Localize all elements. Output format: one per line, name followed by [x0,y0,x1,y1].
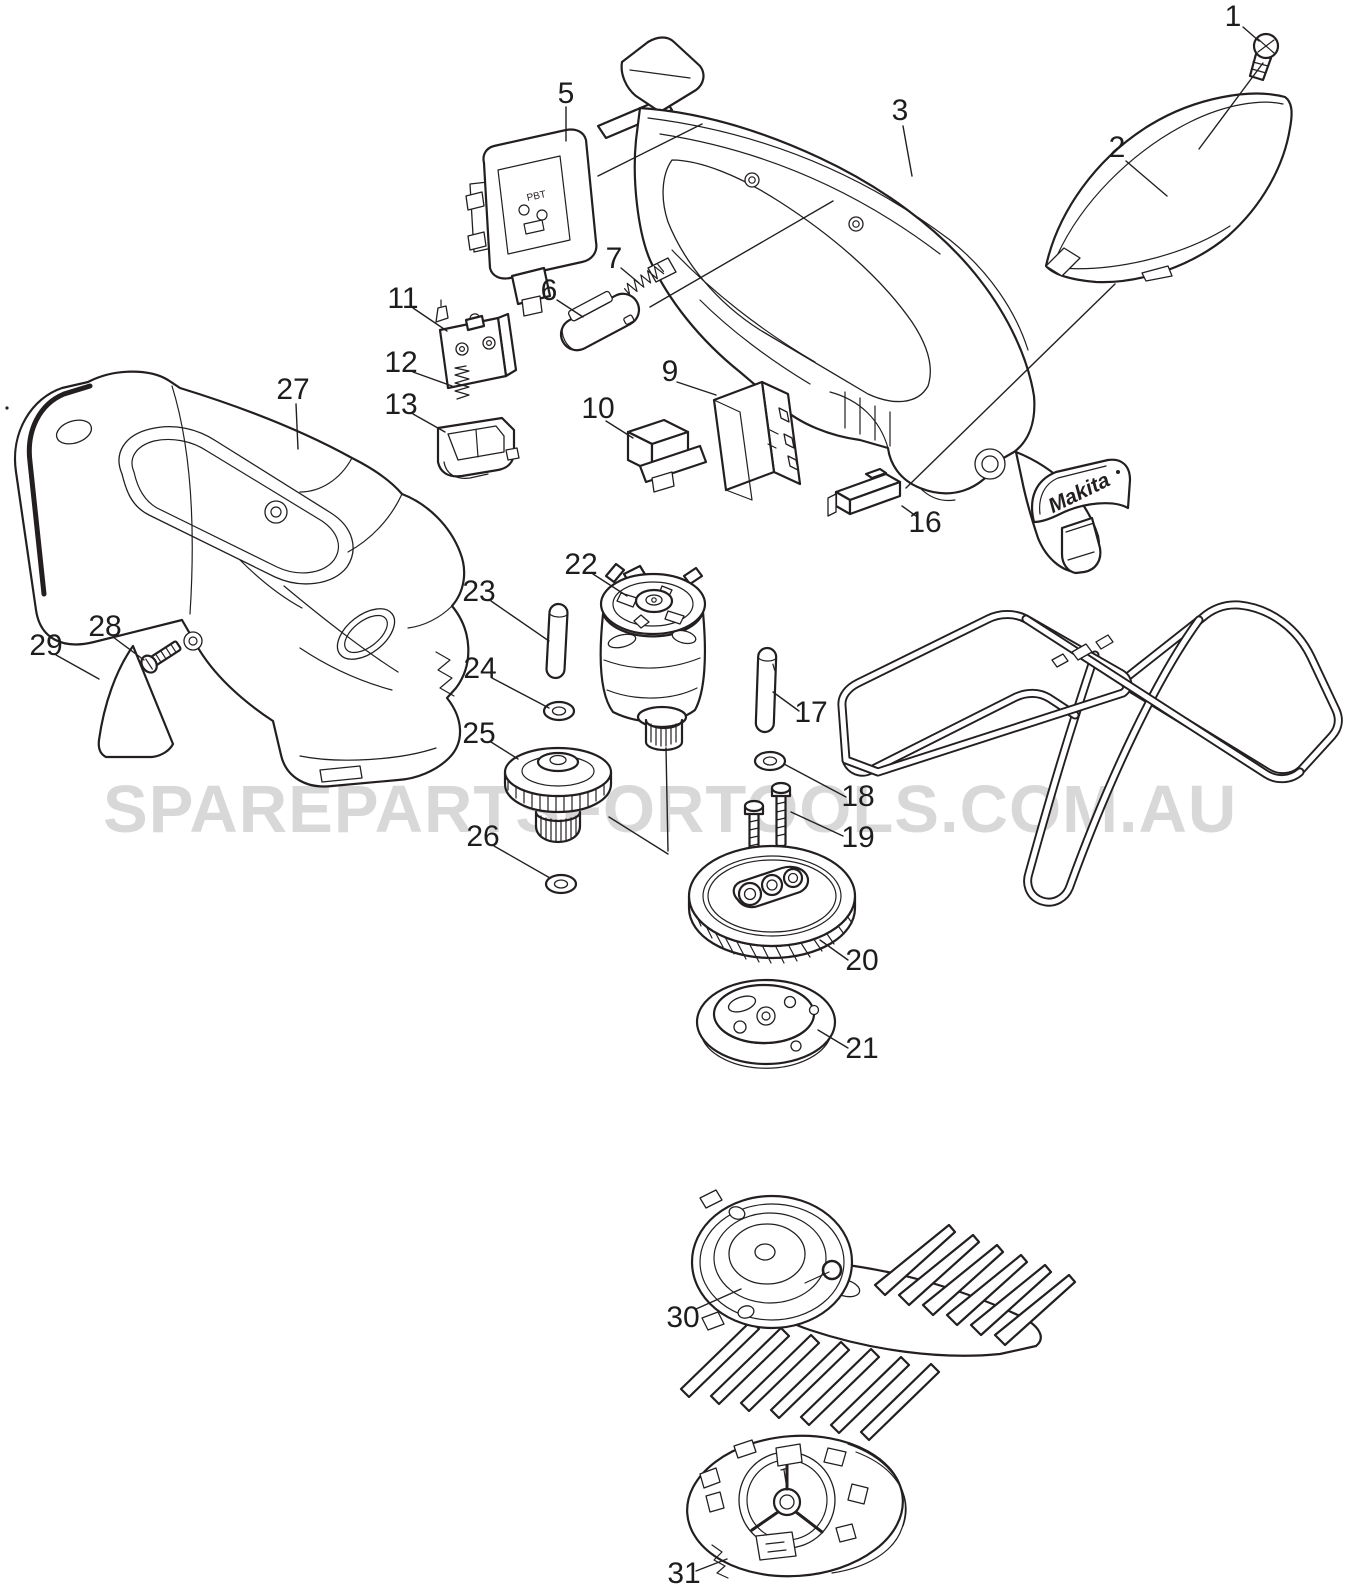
part-label-5: 5 [558,77,575,110]
part-label-26: 26 [466,820,499,853]
leader-lines [55,26,1264,1572]
part-21-cam-plate [695,978,837,1069]
part-label-16: 16 [908,506,941,539]
part-label-31: 31 [667,1557,700,1590]
wire-clip [1071,643,1093,661]
part-label-3: 3 [892,94,909,127]
part-label-27: 27 [276,373,309,406]
part-label-24: 24 [463,652,496,685]
part-29-cover-piece [97,644,175,759]
part-labels: 1 2 3 5 6 7 9 10 11 12 13 16 17 18 19 20… [29,0,1241,1590]
part-label-12: 12 [384,346,417,379]
part-10-bracket [626,418,708,493]
part-31-base-plate [686,1434,907,1579]
part-label-18: 18 [841,780,874,813]
print-speck [5,406,9,410]
part-26-washer [544,873,578,895]
part-11-switch [435,299,518,390]
part-28-screw [140,640,182,674]
part-label-9: 9 [662,355,679,388]
part-label-29: 29 [29,629,62,662]
part-label-22: 22 [564,548,597,581]
part-25-gear [503,746,613,844]
part-20-wheel [687,844,857,964]
part-label-13: 13 [384,388,417,421]
part-17-pin [754,646,778,734]
part-19-screws [743,781,792,858]
part-27-housing [13,370,470,788]
part-label-23: 23 [462,575,495,608]
wire-frame-handle [837,600,1343,907]
part-label-7: 7 [606,242,623,275]
part-13-switch-holder [436,416,520,479]
part-12-spring [454,365,470,400]
part-label-1: 1 [1225,0,1242,33]
part-6-lock-button [559,290,641,352]
watermark-text: SPAREPARTSFORTOOLS.COM.AU [103,772,1237,847]
terminal-block-marking: PBT [526,189,547,204]
part-18-washer [753,750,787,772]
part-3-housing [596,36,1101,574]
part-5-terminal-block: PBT [465,128,598,317]
part-label-19: 19 [841,821,874,854]
wire-clip [1095,634,1114,650]
part-label-6: 6 [541,274,558,307]
part-9-controller [712,380,802,501]
part-2-blade-cover [1044,92,1293,284]
brand-badge: Makita [1030,458,1132,575]
part-label-21: 21 [845,1032,878,1065]
part-1-screw [1248,32,1280,82]
part-label-2: 2 [1109,131,1126,164]
part-label-10: 10 [581,392,614,425]
part-label-25: 25 [462,717,495,750]
part-label-28: 28 [88,610,121,643]
wire-clip [1051,653,1069,668]
part-30-shear-blade [679,1189,1077,1442]
part-24-washer [542,700,576,722]
part-label-17: 17 [794,696,827,729]
part-label-11: 11 [387,282,418,315]
part-16-block [827,467,902,517]
part-label-20: 20 [845,944,878,977]
part-22-motor [599,562,707,752]
part-label-30: 30 [666,1301,699,1334]
